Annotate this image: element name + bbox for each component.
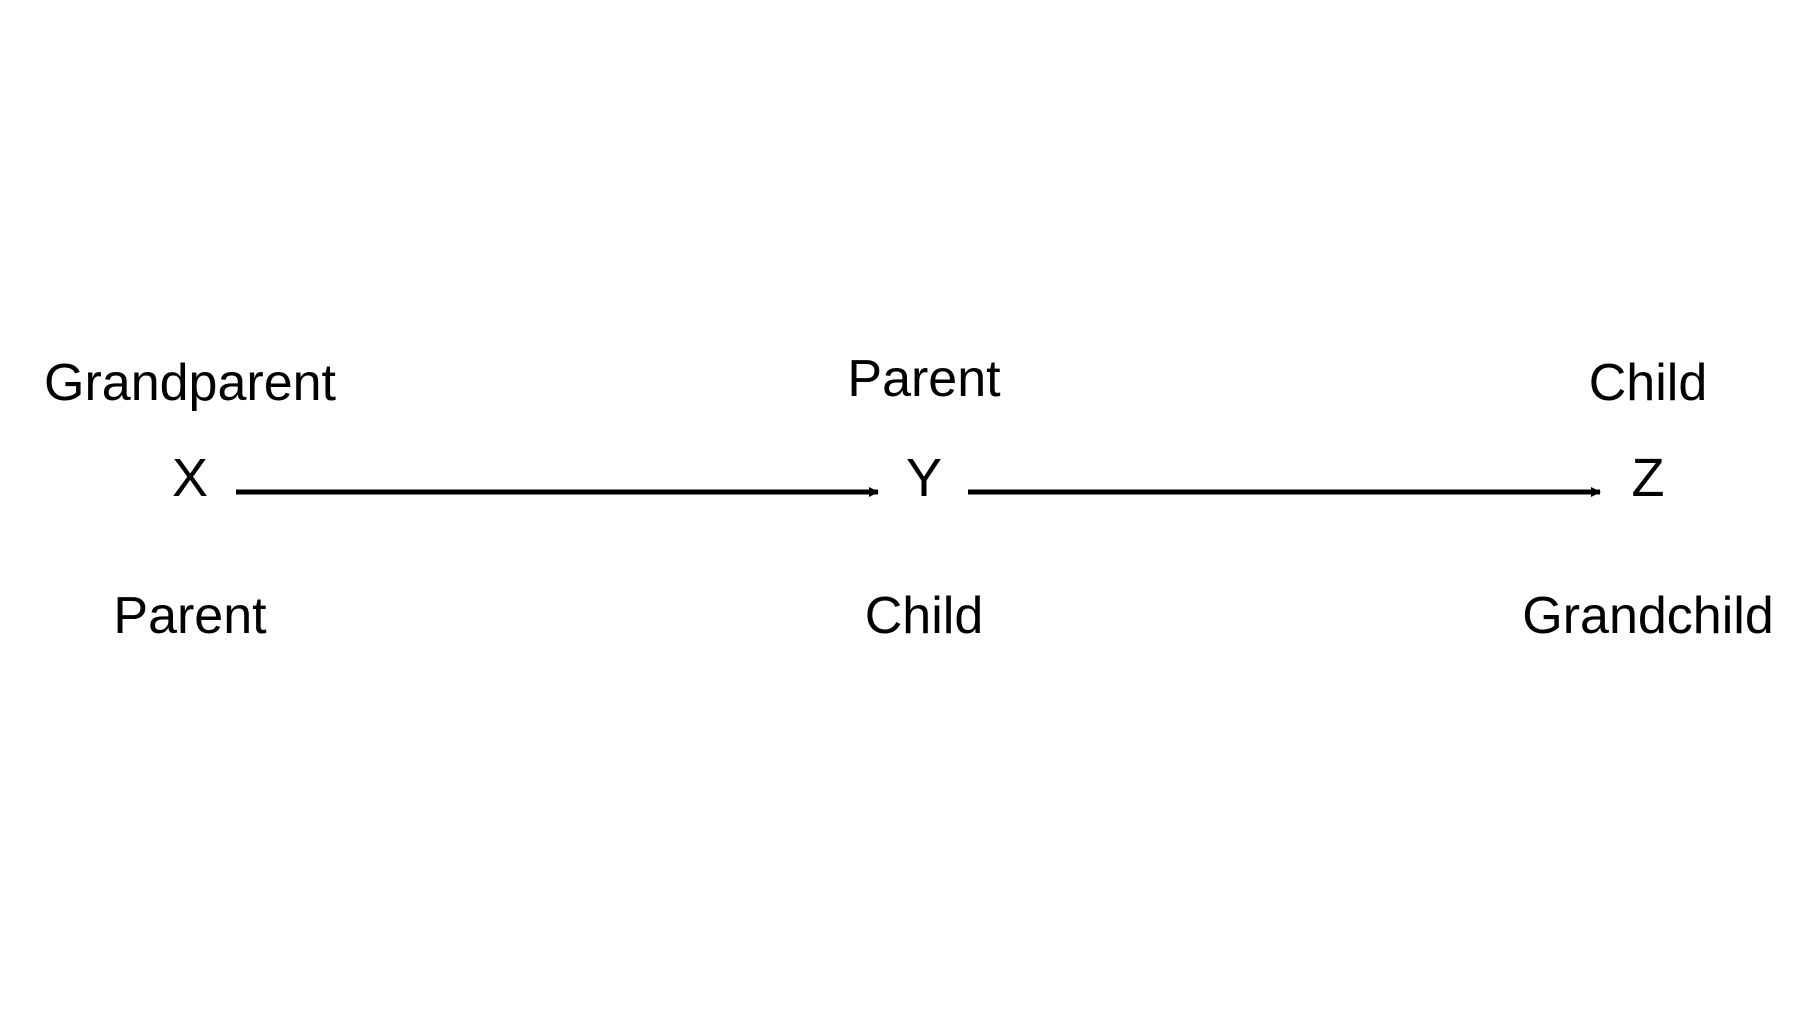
node-y: Y bbox=[905, 448, 943, 508]
node-z: Z bbox=[1631, 448, 1665, 508]
node-y-top-label: Parent bbox=[847, 350, 1001, 408]
node-x-top-label: Grandparent bbox=[44, 354, 336, 412]
node-z-top-label: Child bbox=[1588, 354, 1708, 412]
node-x: X bbox=[171, 448, 209, 508]
node-x-bottom-label: Parent bbox=[113, 587, 267, 645]
node-y-bottom-label: Child bbox=[864, 587, 984, 645]
node-z-bottom-label: Grandchild bbox=[1522, 587, 1774, 645]
